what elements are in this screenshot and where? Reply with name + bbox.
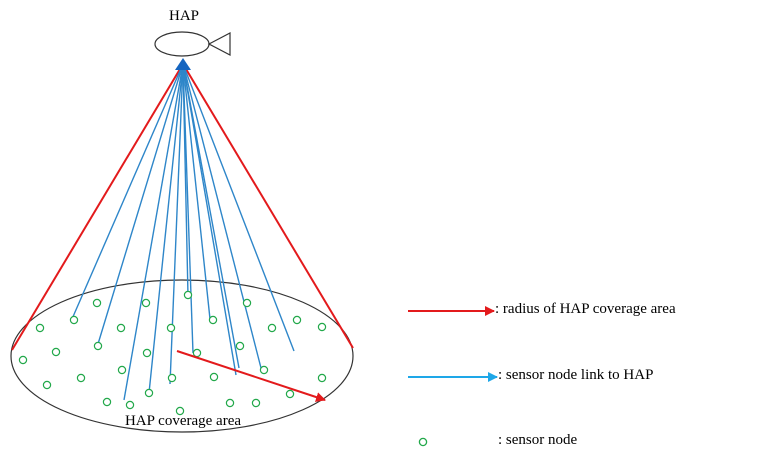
sensor-node-icon (175, 406, 185, 416)
sensor-link-line (97, 63, 184, 345)
sensor-node-icon (235, 341, 245, 351)
sensor-node-icon (225, 398, 235, 408)
hap-link-arrowhead (175, 58, 191, 70)
sensor-node-icon (285, 389, 295, 399)
hap-airship-icon (154, 31, 231, 57)
sensor-node-icon (142, 348, 152, 358)
sensor-node-icon (267, 323, 277, 333)
sensor-link-line (182, 63, 211, 320)
sensor-link-line (182, 63, 240, 369)
sensor-node-icon (317, 373, 327, 383)
sensor-link-line (71, 63, 184, 320)
sensor-node-icon (92, 298, 102, 308)
sensor-node-icon (102, 397, 112, 407)
cone-edge-right (182, 63, 354, 349)
sensor-node-icon (42, 380, 52, 390)
sensor-node-icon (317, 322, 327, 332)
sensor-node-icon (292, 315, 302, 325)
sensor-node-icon (125, 400, 135, 410)
sensor-link-line (123, 63, 184, 401)
legend-node-label: : sensor node (498, 432, 578, 448)
sensor-node-icon (209, 372, 219, 382)
sensor-link-line (169, 63, 184, 385)
legend-link-label: : sensor node link to HAP (498, 367, 654, 383)
sensor-link-line (182, 63, 194, 354)
sensor-link-line (148, 63, 184, 394)
hap-label: HAP (169, 8, 199, 24)
sensor-node-icon (76, 373, 86, 383)
sensor-node-icon (144, 388, 154, 398)
coverage-area-label: HAP coverage area (125, 413, 241, 429)
sensor-node-icon (69, 315, 79, 325)
sensor-node-icon (183, 290, 193, 300)
sensor-link-line (182, 63, 295, 352)
cone-edge-left (11, 63, 184, 351)
sensor-link-line (182, 63, 237, 376)
sensor-node-icon (192, 348, 202, 358)
sensor-node-icon (242, 298, 252, 308)
sensor-node-icon (259, 365, 269, 375)
sensor-links (71, 63, 295, 401)
sensor-node-icon (93, 341, 103, 351)
sensor-node-icon (18, 355, 28, 365)
sensor-nodes (18, 290, 327, 416)
sensor-node-icon (35, 323, 45, 333)
sensor-node-icon (166, 323, 176, 333)
sensor-link-line (182, 63, 262, 369)
sensor-node-icon (167, 373, 177, 383)
sensor-node-icon (117, 365, 127, 375)
sensor-node-icon (116, 323, 126, 333)
legend-sensor-node-icon (418, 437, 428, 447)
coverage-area-ellipse (10, 279, 354, 433)
sensor-node-icon (251, 398, 261, 408)
sensor-node-icon (141, 298, 151, 308)
sensor-node-icon (208, 315, 218, 325)
radius-arrow (176, 350, 326, 402)
legend-radius-label: : radius of HAP coverage area (495, 301, 676, 317)
sensor-node-icon (51, 347, 61, 357)
